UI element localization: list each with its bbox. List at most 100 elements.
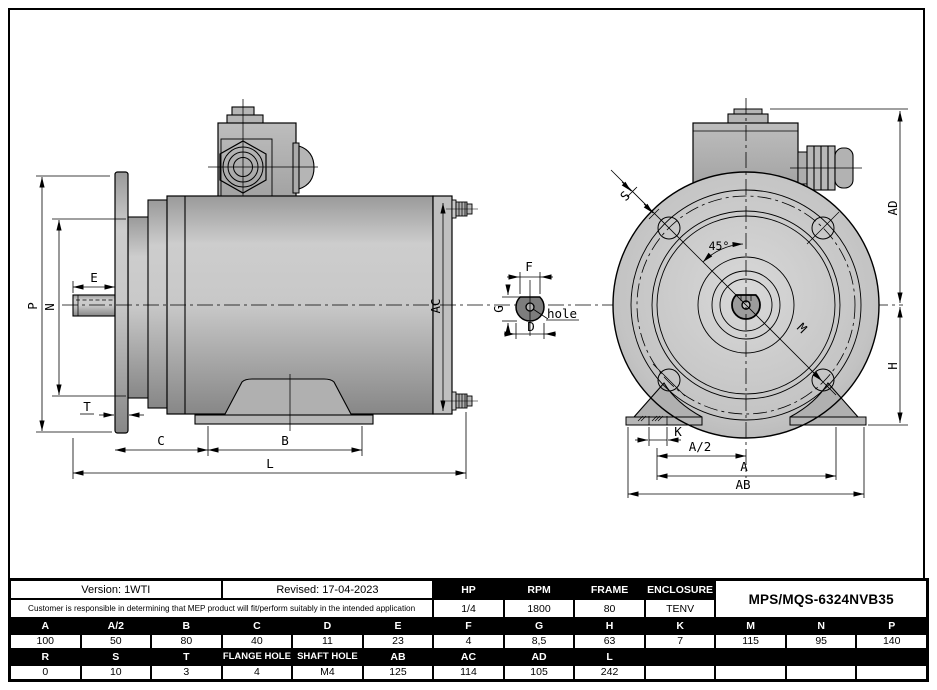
dim-header: L <box>574 649 645 665</box>
front-view <box>610 98 880 478</box>
dim-value <box>856 664 927 680</box>
dim-header: R <box>10 649 81 665</box>
model-number: MPS/MQS-6324NVB35 <box>715 580 927 618</box>
dim-header: M <box>715 618 786 634</box>
revised-cell: Revised: 17-04-2023 <box>221 580 434 599</box>
dim-header: N <box>785 618 857 634</box>
dim-label-l: L <box>266 456 274 471</box>
dim-value: 114 <box>433 664 504 680</box>
dim-header <box>785 649 857 665</box>
dim-value: 242 <box>574 664 645 680</box>
bolt-circle <box>636 195 856 415</box>
dim-value: 0 <box>10 664 81 680</box>
dim-value: 4 <box>433 633 504 649</box>
spec-header-enclosure: ENCLOSURE <box>644 580 716 599</box>
mounting-bolt-holes <box>652 211 840 397</box>
technical-drawing: P N E T C B L <box>25 98 908 498</box>
dim-value: 23 <box>362 633 434 649</box>
dim-header: T <box>151 649 222 665</box>
dim-header <box>644 649 716 665</box>
spec-value-frame: 80 <box>574 599 645 618</box>
dim-value: 140 <box>856 633 927 649</box>
dim-value: 105 <box>503 664 575 680</box>
dim-label-k: K <box>674 424 682 439</box>
shaft <box>72 294 116 317</box>
dim-value: 7 <box>644 633 716 649</box>
dim-label-g: G <box>491 305 506 313</box>
dim-value: 8,5 <box>503 633 575 649</box>
dim-value: 50 <box>80 633 152 649</box>
spec-header-hp: HP <box>433 580 504 599</box>
cable-gland-front <box>790 145 862 191</box>
dim-header: AC <box>433 649 504 665</box>
dim-value: 115 <box>715 633 786 649</box>
hole-leader-label: hole <box>547 306 577 321</box>
rear-bolt-top <box>446 199 478 219</box>
terminal-box-side <box>208 99 318 242</box>
front-view-dimensions: S 45° M AD H K <box>617 108 908 498</box>
dim-value: 10 <box>80 664 152 680</box>
dim-value <box>644 664 716 680</box>
dim-label-ab: AB <box>735 477 750 492</box>
dim-header: K <box>644 618 716 634</box>
dim-label-b: B <box>281 433 289 448</box>
shaft-section-detail: F G D hole <box>491 259 579 339</box>
dim-header: B <box>151 618 222 634</box>
version-cell: Version: 1WTI <box>10 580 222 599</box>
dim-value: 63 <box>574 633 645 649</box>
dim-value: M4 <box>292 664 363 680</box>
title-block-and-dimension-table: Version: 1WTI Revised: 17-04-2023 HP RPM… <box>8 578 929 682</box>
dim-label-a-half: A/2 <box>689 439 712 454</box>
dim-label-ac: AC <box>428 298 443 313</box>
dim-header: C <box>221 618 293 634</box>
dim-label-a: A <box>740 459 748 474</box>
dim-header: S <box>80 649 152 665</box>
dim-value: 3 <box>151 664 222 680</box>
disclaimer: Customer is responsible in determining t… <box>10 599 434 618</box>
mounting-foot-side <box>223 378 353 417</box>
dim-label-n: N <box>42 303 57 311</box>
dim-label-45deg: 45° <box>709 239 730 253</box>
dim-label-t: T <box>83 399 91 414</box>
spec-header-frame: FRAME <box>574 580 645 599</box>
dim-value: 95 <box>785 633 857 649</box>
dim-label-f: F <box>525 259 533 274</box>
dim-label-h: H <box>885 362 900 370</box>
dim-header: A <box>10 618 81 634</box>
dim-header <box>856 649 927 665</box>
dim-header: AB <box>362 649 434 665</box>
dim-header: E <box>362 618 434 634</box>
cable-gland-dome-side <box>298 145 315 190</box>
dim-header: H <box>574 618 645 634</box>
dim-label-e: E <box>90 270 98 285</box>
dim-header: D <box>292 618 363 634</box>
dim-header: P <box>856 618 927 634</box>
dim-header: FLANGE HOLE <box>221 649 293 665</box>
spec-header-rpm: RPM <box>503 580 575 599</box>
dim-value: 125 <box>362 664 434 680</box>
dim-value: 4 <box>221 664 293 680</box>
dim-label-p: P <box>25 302 40 310</box>
spec-value-enclosure: TENV <box>644 599 716 618</box>
dim-header: F <box>433 618 504 634</box>
dim-value <box>785 664 857 680</box>
dim-value: 100 <box>10 633 81 649</box>
rear-bolt-bottom <box>446 391 478 411</box>
dim-value: 11 <box>292 633 363 649</box>
dim-value: 40 <box>221 633 293 649</box>
dim-header: AD <box>503 649 575 665</box>
front-flange <box>114 171 129 434</box>
dim-label-ad: AD <box>885 200 900 215</box>
spec-value-rpm: 1800 <box>503 599 575 618</box>
side-view <box>72 99 478 434</box>
dim-header <box>715 649 786 665</box>
dim-header: G <box>503 618 575 634</box>
slot-hatch <box>637 415 664 422</box>
dim-value <box>715 664 786 680</box>
dim-label-c: C <box>157 433 165 448</box>
dim-value: 80 <box>151 633 222 649</box>
dim-header: SHAFT HOLE <box>292 649 363 665</box>
spec-value-hp: 1/4 <box>433 599 504 618</box>
dim-label-d: D <box>527 319 535 334</box>
